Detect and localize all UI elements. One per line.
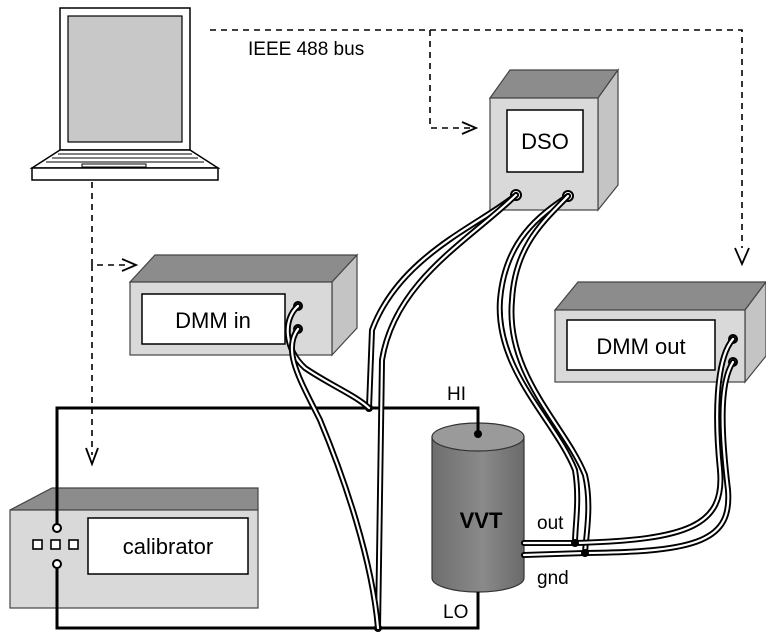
dmm-in-label: DMM in — [175, 308, 251, 333]
calibrator-instrument — [9, 487, 259, 609]
vvt-label: VVT — [460, 508, 503, 533]
laptop-icon — [29, 7, 221, 181]
dmm-out-cable — [521, 336, 736, 558]
gnd-label: gnd — [537, 568, 569, 589]
arrowhead-icon — [85, 121, 750, 467]
dmm-in-instrument — [128, 253, 359, 357]
dso-output-cable — [496, 193, 592, 556]
bus-label: IEEE 488 bus — [248, 39, 364, 60]
dso-instrument — [488, 68, 620, 212]
out-junction — [571, 539, 579, 547]
calibrator-label: calibrator — [123, 534, 213, 559]
dmm-in-cable — [284, 303, 381, 631]
vvt-device — [431, 422, 525, 593]
dmm-out-label: DMM out — [596, 334, 685, 359]
ieee-bus-lines — [91, 29, 743, 455]
hi-label: HI — [447, 384, 466, 405]
out-label: out — [537, 513, 564, 534]
dso-label: DSO — [521, 129, 569, 154]
dso-input-cable — [366, 192, 519, 631]
calibrator-terminal-hi — [52, 523, 62, 533]
calibrator-terminal-lo — [52, 559, 62, 569]
vvt-hi-junction — [474, 430, 482, 438]
gnd-junction — [581, 549, 589, 557]
dmm-out-instrument — [553, 281, 766, 384]
lo-label: LO — [443, 602, 468, 623]
